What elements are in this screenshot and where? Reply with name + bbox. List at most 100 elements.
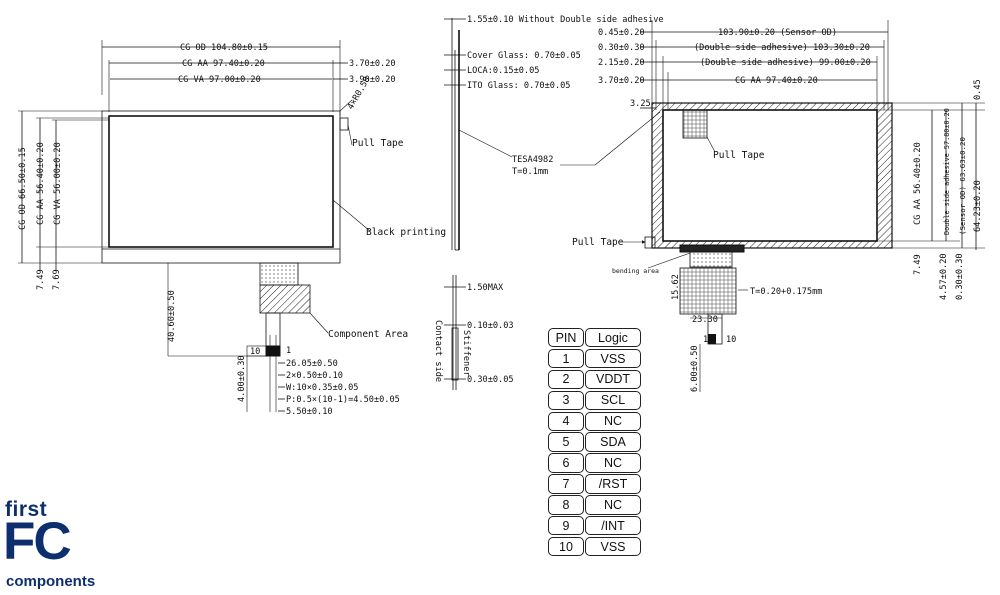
pin-number: 8 bbox=[548, 495, 584, 515]
black-printing-label: Black printing bbox=[366, 227, 446, 238]
pin-number: 4 bbox=[548, 411, 584, 431]
adhesive-5780-dim: Double side adhesive 57.80±0.20 bbox=[943, 108, 951, 235]
pin-logic: VSS bbox=[585, 348, 641, 369]
tab-2x-dim: 2×0.50±0.10 bbox=[286, 371, 343, 381]
cover-glass-outline bbox=[101, 110, 341, 264]
end-height-dim: 6.00±0.50 bbox=[690, 345, 700, 392]
cg-aa-width-dim-right: CG AA 97.40±0.20 bbox=[735, 76, 818, 86]
left-pin-1: 1 bbox=[286, 346, 291, 356]
pitch-dim: P:0.5×(10-1)=4.50±0.05 bbox=[286, 395, 400, 405]
logo-fc-text: FC bbox=[3, 512, 72, 571]
fpc-length-dim: 40.60±0.50 bbox=[167, 290, 177, 342]
bending-area-label: bending area bbox=[612, 267, 659, 275]
pin-row: 7/RST bbox=[548, 474, 644, 495]
ito-glass-dim: ITO Glass: 0.70±0.05 bbox=[467, 81, 570, 91]
dim-7-49-right: 7.49 bbox=[913, 254, 923, 275]
pull-tape-left-label: Pull Tape bbox=[572, 237, 624, 248]
pin-table-header: PIN Logic bbox=[548, 328, 644, 349]
pin-number: 10 bbox=[548, 536, 584, 557]
stiffener-label: Stiffener bbox=[461, 330, 471, 377]
cg-aa-height-dim-right: CG AA 56.40±0.20 bbox=[913, 142, 923, 225]
dim-0-45-corner: 0.45 bbox=[973, 79, 983, 100]
cg-aa-width-dim: CG AA 97.40±0.20 bbox=[182, 59, 265, 69]
pin-logic: VSS bbox=[585, 536, 641, 557]
pin-number: 5 bbox=[548, 432, 584, 452]
pin-logic: NC bbox=[585, 411, 641, 431]
pin-header: PIN bbox=[548, 328, 584, 348]
contact-side-label: Contact side bbox=[433, 320, 443, 382]
left-pin-10: 10 bbox=[250, 347, 260, 357]
dim-4-00: 4.00±0.30 bbox=[237, 355, 247, 402]
dim-2-15: 2.15±0.20 bbox=[598, 58, 645, 68]
right-pin-10: 10 bbox=[726, 335, 736, 345]
pull-tape-top-label: Pull Tape bbox=[713, 150, 765, 161]
dim-3-70-right: 3.70±0.20 bbox=[598, 76, 645, 86]
max-dim: 1.50MAX bbox=[467, 283, 504, 293]
end-width-dim: 5.50±0.10 bbox=[286, 407, 333, 417]
adhesive-9900-dim: (Double side adhesive) 99.00±0.20 bbox=[700, 58, 871, 68]
pin-number: 6 bbox=[548, 453, 584, 473]
active-area-outline bbox=[108, 115, 334, 248]
cg-va-width-dim: CG VA 97.00±0.20 bbox=[178, 75, 261, 85]
logo-components-text: components bbox=[6, 573, 96, 590]
dim-4-57: 4.57±0.20 bbox=[939, 253, 949, 300]
dim-7-49-left: 7.49 bbox=[36, 269, 46, 290]
cg-va-height-dim: CG VA 56.00±0.20 bbox=[53, 142, 63, 225]
sensor-od-height-dim: (Sensor OD) 63.63±0.20 bbox=[958, 137, 967, 235]
pin-logic: NC bbox=[585, 495, 641, 515]
logic-header: Logic bbox=[585, 328, 641, 348]
sensor-od-width-dim: 103.90±0.20 (Sensor OD) bbox=[718, 28, 837, 38]
right-view: 0.45±0.20 0.30±0.30 2.15±0.20 3.70±0.20 … bbox=[560, 20, 985, 392]
stiffener-bottom-dim: 0.30±0.05 bbox=[467, 375, 514, 385]
fpc-width-right: 23.30 bbox=[692, 315, 718, 325]
pin-logic: NC bbox=[585, 453, 641, 473]
fpc-thickness-dim: T=0.20+0.175mm bbox=[750, 287, 822, 297]
dim-7-69-left: 7.69 bbox=[52, 269, 62, 290]
pin-logic: SCL bbox=[585, 390, 641, 411]
dim-3-25: 3.25 bbox=[630, 99, 651, 109]
pad-width-dim: W:10×0.35±0.05 bbox=[286, 383, 358, 393]
dim-3-70: 3.70±0.20 bbox=[349, 59, 396, 69]
logo-first-text: first bbox=[5, 498, 48, 521]
pull-tape-label: Pull Tape bbox=[352, 138, 404, 149]
right-pin-1: 1 bbox=[703, 335, 708, 345]
loca-dim: LOCA:0.15±0.05 bbox=[467, 66, 539, 76]
pin-number: 1 bbox=[548, 348, 584, 369]
dim-0-45-top: 0.45±0.20 bbox=[598, 28, 645, 38]
cg-od-height-dim: CG OD 66.50±0.15 bbox=[18, 147, 28, 230]
pin-number: 9 bbox=[548, 516, 584, 536]
pin-number: 3 bbox=[548, 390, 584, 411]
pin-logic: SDA bbox=[585, 432, 641, 452]
component-area-label: Component Area bbox=[328, 329, 408, 340]
company-logo: first FC components bbox=[3, 498, 103, 595]
dim-3-90: 3.90±0.20 bbox=[349, 75, 396, 85]
without-adhesive-dim: 1.55±0.10 Without Double side adhesive bbox=[467, 15, 664, 25]
pin-number: 7 bbox=[548, 474, 584, 494]
component-area-block bbox=[259, 284, 311, 314]
cover-glass-dim: Cover Glass: 0.70±0.05 bbox=[467, 51, 581, 61]
stiffener-top-dim: 0.10±0.03 bbox=[467, 321, 514, 331]
fpc-width-dim: 26.05±0.50 bbox=[286, 359, 338, 369]
side-view: 1.55±0.10 Without Double side adhesive C… bbox=[433, 15, 664, 390]
cg-od-width-dim: CG OD 104.80±0.15 bbox=[180, 43, 268, 53]
tesa-thickness: T=0.1mm bbox=[512, 167, 548, 177]
tesa-label: TESA4982 bbox=[512, 155, 553, 165]
fpc-height-dim: 15.62 bbox=[671, 274, 681, 300]
dim-0-30-bottom: 0.30±0.30 bbox=[955, 253, 965, 300]
dim-64-23: 64.23±0.20 bbox=[973, 180, 983, 232]
pin-logic: /INT bbox=[585, 516, 641, 536]
pin-number: 2 bbox=[548, 369, 584, 390]
pin-logic: /RST bbox=[585, 474, 641, 494]
pin-logic: VDDT bbox=[585, 369, 641, 390]
adhesive-10330-dim: (Double side adhesive) 103.30±0.20 bbox=[694, 43, 870, 53]
